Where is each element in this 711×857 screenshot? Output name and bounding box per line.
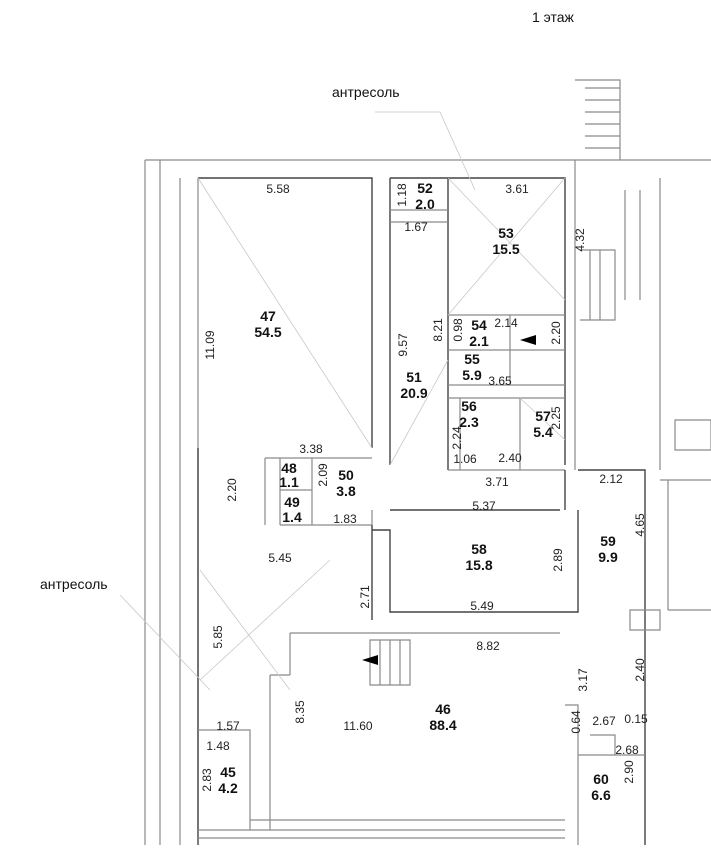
room-area: 2.3 (459, 414, 479, 430)
dimension: 8.21 (431, 318, 445, 342)
dimension: 1.48 (206, 739, 230, 753)
room-area: 15.8 (465, 557, 492, 573)
mezzanine-label-left: антресоль (40, 576, 108, 592)
dimension: 0.15 (624, 712, 648, 726)
dimension: 3.65 (488, 374, 512, 388)
room-area: 5.4 (533, 424, 553, 440)
room-number: 51 (406, 369, 422, 385)
dimension: 1.06 (453, 452, 477, 466)
dimension: 2.20 (549, 321, 563, 345)
room-area: 5.9 (462, 367, 482, 383)
room-number: 46 (435, 701, 451, 717)
room-number: 58 (471, 541, 487, 557)
room-number: 53 (498, 225, 514, 241)
dimension: 3.71 (485, 475, 509, 489)
dimension: 4.65 (633, 513, 647, 537)
room-area: 2.0 (415, 196, 435, 212)
dimension: 8.35 (293, 700, 307, 724)
room-area: 2.1 (469, 333, 489, 349)
mezzanine-label-top: антресоль (332, 84, 400, 100)
room-area: 15.5 (492, 241, 519, 257)
room-number: 59 (600, 533, 616, 549)
room-number: 47 (260, 308, 276, 324)
dimension: 5.58 (266, 182, 290, 196)
dimension: 2.24 (450, 426, 464, 450)
floor-title: 1 этаж (532, 9, 575, 25)
dimension: 1.83 (333, 512, 357, 526)
dimension: 11.09 (203, 330, 217, 359)
dimension: 2.20 (225, 478, 239, 502)
dimension: 2.40 (498, 451, 522, 465)
dimension: 9.57 (396, 333, 410, 357)
room-number: 54 (471, 317, 487, 333)
vertical-dimensions: 11.09 1.18 4.32 9.57 8.21 0.98 2.20 2.25… (200, 183, 647, 792)
dimension: 1.18 (395, 183, 409, 207)
room-area: 1.1 (279, 474, 299, 490)
dimension: 3.17 (576, 668, 590, 692)
dimension: 2.25 (549, 406, 563, 430)
horizontal-dimensions: 5.58 3.61 1.67 2.14 3.65 1.06 2.40 3.38 … (206, 182, 648, 757)
room-area: 1.4 (282, 509, 302, 525)
room-number: 55 (464, 351, 480, 367)
room-area: 3.8 (336, 483, 356, 499)
room-number: 56 (461, 398, 477, 414)
room-area: 88.4 (429, 717, 456, 733)
dimension: 2.90 (622, 760, 636, 784)
room-number: 45 (220, 764, 236, 780)
dimension: 2.89 (551, 548, 565, 572)
dimension: 0.64 (569, 710, 583, 734)
dimension: 0.98 (451, 318, 465, 342)
dimension: 5.37 (472, 499, 496, 513)
room-area: 4.2 (218, 780, 238, 796)
dimension: 2.68 (615, 743, 639, 757)
dimension: 1.57 (216, 719, 240, 733)
dimension: 2.40 (633, 658, 647, 682)
room-number: 60 (593, 771, 609, 787)
dimension: 2.09 (316, 463, 330, 487)
dimension: 11.60 (343, 719, 372, 733)
dimension: 2.67 (592, 714, 616, 728)
dimension: 2.71 (358, 585, 372, 609)
room-number: 57 (535, 408, 551, 424)
dimension: 2.14 (494, 316, 518, 330)
room-number: 49 (284, 494, 300, 510)
dimension: 3.38 (299, 442, 323, 456)
room-area: 9.9 (598, 549, 618, 565)
room-area: 6.6 (591, 787, 611, 803)
room-number: 48 (281, 460, 297, 476)
dimension: 8.82 (476, 639, 500, 653)
dimension: 5.49 (470, 599, 494, 613)
dimension: 2.12 (599, 472, 623, 486)
dimension: 3.61 (505, 182, 529, 196)
room-number: 52 (417, 180, 433, 196)
dimension: 2.83 (200, 768, 214, 792)
room-area: 20.9 (400, 385, 427, 401)
diagonal-guides (119, 111, 566, 691)
dimension: 4.32 (573, 228, 587, 252)
room-number: 50 (338, 467, 354, 483)
dimension: 5.45 (268, 551, 292, 565)
dimension: 1.67 (404, 220, 428, 234)
dimension: 5.85 (211, 625, 225, 649)
walls (144, 79, 711, 845)
room-area: 54.5 (254, 324, 281, 340)
